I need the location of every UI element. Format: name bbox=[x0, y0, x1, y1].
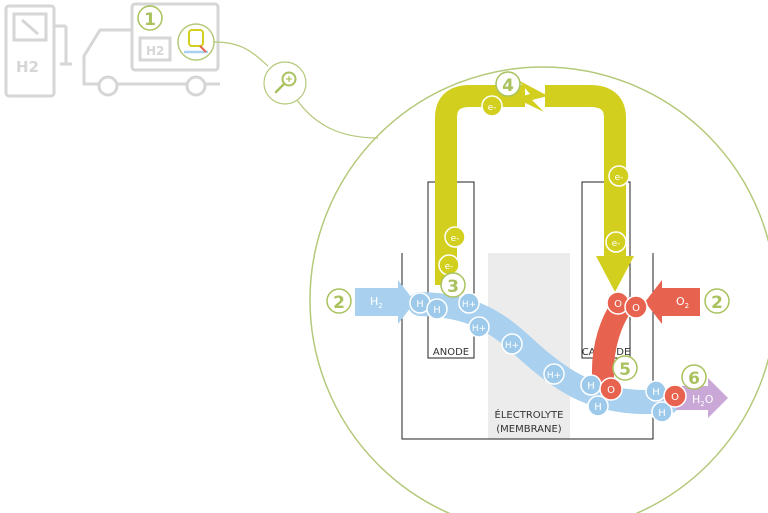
step-6-number: 6 bbox=[688, 369, 700, 389]
hydrogen-ion-text: H+ bbox=[547, 371, 561, 381]
step-2-left-number: 2 bbox=[333, 293, 345, 313]
h2o-base: H bbox=[692, 393, 700, 406]
hydrogen-text: H bbox=[587, 381, 595, 392]
h2-input-sub: 2 bbox=[378, 302, 382, 310]
hydrogen-text: H bbox=[416, 299, 424, 310]
step-3-number: 3 bbox=[447, 277, 459, 297]
hydrogen-ion: H+ bbox=[543, 363, 565, 385]
truck-h2-label: H2 bbox=[146, 44, 164, 58]
hydrogen-ion-text: H+ bbox=[462, 300, 476, 310]
hydrogen-text: H bbox=[652, 387, 660, 398]
step-2-left-badge: 2 bbox=[326, 288, 352, 314]
step-1-badge: 1 bbox=[137, 5, 163, 31]
h2o-sub: 2 bbox=[700, 400, 704, 408]
step-2-right-badge: 2 bbox=[704, 288, 730, 314]
hydrogen-atom: H bbox=[651, 401, 673, 423]
hydrogen-atom: H bbox=[580, 374, 602, 396]
membrane-label: (MEMBRANE) bbox=[496, 424, 562, 435]
step-5-badge: 5 bbox=[612, 355, 638, 381]
hydrogen-ion: H+ bbox=[501, 333, 523, 355]
oxygen-atom: O bbox=[599, 377, 623, 401]
oxygen-text: O bbox=[607, 385, 615, 396]
zoom-circle bbox=[309, 66, 768, 513]
step-2-right-number: 2 bbox=[711, 293, 723, 313]
hydrogen-text: H bbox=[594, 402, 602, 413]
o2-input-label: O2 bbox=[676, 295, 689, 310]
o2-input-base: O bbox=[676, 295, 685, 308]
h2o-output-label: H2O bbox=[692, 393, 714, 408]
electron-particle: e- bbox=[605, 231, 627, 253]
lightning-icon bbox=[515, 80, 548, 112]
electron-text: e- bbox=[451, 234, 460, 244]
oxygen-text: O bbox=[632, 303, 640, 314]
station-h2-label: H2 bbox=[16, 58, 39, 76]
hydrogen-station-icon bbox=[4, 4, 72, 98]
hydrogen-atom: H bbox=[426, 298, 448, 320]
connector-line-zoom bbox=[296, 99, 379, 139]
electrolyte-label: ÉLECTROLYTE bbox=[495, 408, 564, 421]
electron-text: e- bbox=[445, 262, 454, 272]
electron-particle: e- bbox=[444, 226, 466, 248]
hydrogen-ion-text: H+ bbox=[472, 324, 486, 334]
step-6-badge: 6 bbox=[681, 364, 707, 390]
step-5-number: 5 bbox=[619, 360, 631, 380]
h2-input-base: H bbox=[370, 295, 378, 308]
hydrogen-atom: H bbox=[645, 380, 667, 402]
oxygen-atom: O bbox=[663, 384, 687, 408]
electron-flow-arrow bbox=[435, 80, 634, 292]
electron-text: e- bbox=[615, 173, 624, 183]
connector-line bbox=[213, 41, 269, 67]
oxygen-text: O bbox=[614, 299, 622, 310]
hydrogen-ion: H+ bbox=[468, 316, 490, 338]
hydrogen-ion-text: H+ bbox=[505, 341, 519, 351]
electron-particle: e- bbox=[438, 254, 460, 276]
step-4-badge: 4 bbox=[495, 71, 521, 97]
truck-icon bbox=[82, 2, 220, 97]
cell-container bbox=[401, 253, 654, 440]
electron-particle: e- bbox=[608, 165, 630, 187]
step-1-number: 1 bbox=[144, 10, 156, 30]
magnifier-icon bbox=[263, 61, 307, 105]
hydrogen-atom: H bbox=[587, 395, 609, 417]
oxygen-atom: O bbox=[624, 295, 648, 319]
o2-input-sub: 2 bbox=[685, 302, 689, 310]
oxygen-text: O bbox=[671, 392, 679, 403]
electron-text: e- bbox=[612, 239, 621, 249]
electron-text: e- bbox=[488, 103, 497, 113]
step-4-number: 4 bbox=[502, 76, 514, 96]
h2-input-label: H2 bbox=[370, 295, 383, 310]
step-3-badge: 3 bbox=[440, 272, 466, 298]
anode-label: ANODE bbox=[433, 347, 469, 358]
hydrogen-text: H bbox=[658, 408, 666, 419]
h2o-tail: O bbox=[705, 393, 714, 406]
hydrogen-ion: H+ bbox=[458, 292, 480, 314]
fuel-cell-highlight-icon bbox=[177, 23, 215, 61]
hydrogen-text: H bbox=[433, 305, 441, 316]
electron-particle: e- bbox=[481, 95, 503, 117]
